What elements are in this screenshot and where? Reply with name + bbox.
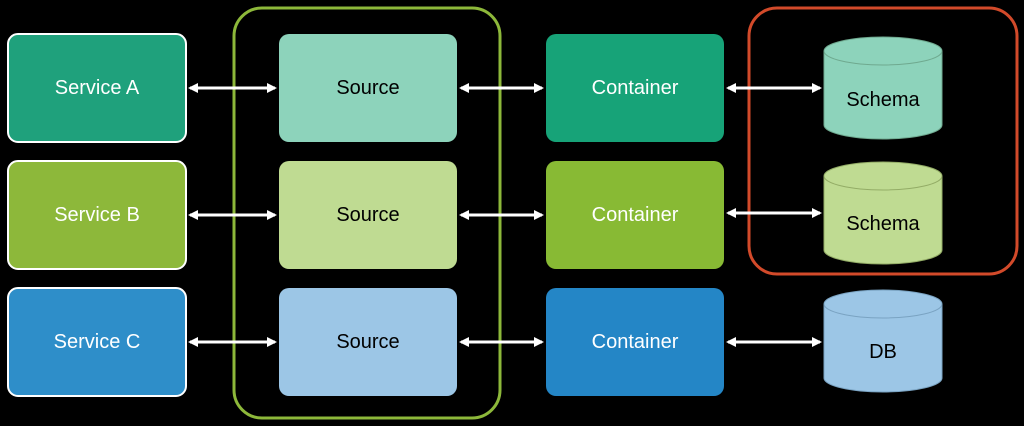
container-a-box: Container	[546, 34, 724, 142]
service-a-box: Service A	[7, 33, 187, 143]
container-b-label: Container	[592, 204, 679, 226]
source-a-label: Source	[336, 77, 399, 99]
db-label: DB	[869, 341, 897, 363]
service-b-label: Service B	[54, 204, 140, 226]
container-a-label: Container	[592, 77, 679, 99]
db-cylinder: DB	[823, 289, 943, 393]
service-b-box: Service B	[7, 160, 187, 270]
schema-a-label: Schema	[846, 89, 920, 111]
source-b-label: Source	[336, 204, 399, 226]
schema-group-frame	[747, 6, 1019, 276]
container-b-box: Container	[546, 161, 724, 269]
connectors	[188, 83, 822, 347]
container-c-box: Container	[546, 288, 724, 396]
schema-b-cylinder: Schema	[823, 161, 943, 265]
service-c-label: Service C	[54, 331, 141, 353]
service-c-box: Service C	[7, 287, 187, 397]
schema-b-label: Schema	[846, 213, 920, 235]
container-c-label: Container	[592, 331, 679, 353]
service-a-label: Service A	[55, 77, 140, 99]
schema-a-cylinder: Schema	[823, 36, 943, 140]
source-c-label: Source	[336, 331, 399, 353]
source-b-box: Source	[279, 161, 457, 269]
source-a-box: Source	[279, 34, 457, 142]
source-c-box: Source	[279, 288, 457, 396]
